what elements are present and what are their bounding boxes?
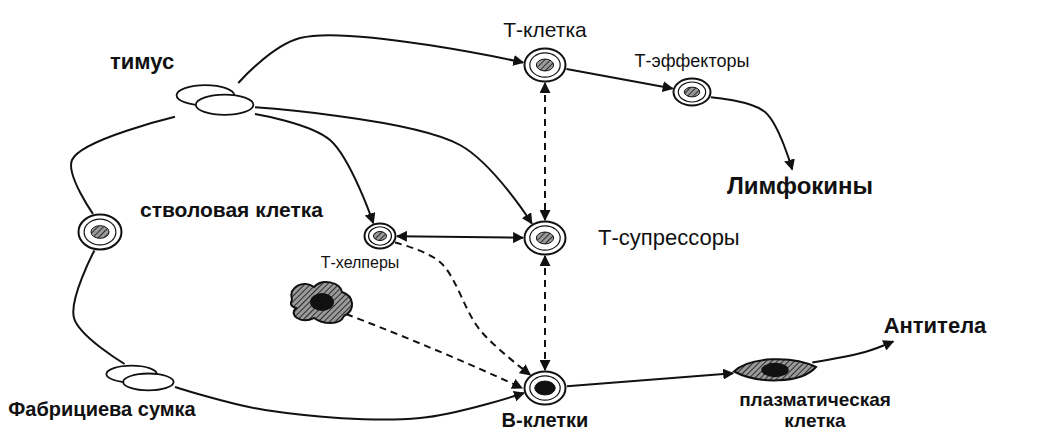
connector-arrow [175, 387, 524, 420]
cell-ring [530, 376, 560, 400]
cell-nucleus [761, 363, 789, 377]
thymus-organ: тимус [175, 83, 255, 117]
connector-arrow [812, 342, 893, 363]
connector-arrow [73, 250, 124, 364]
macrophage-body [291, 282, 352, 323]
cell-ring [530, 53, 560, 77]
node-outline [672, 77, 712, 107]
cell-membrane [79, 215, 122, 250]
node-outline [175, 83, 255, 117]
stem-cell: стволовая клетка [77, 213, 123, 251]
t-helper-cell: Т-хелперы [363, 222, 397, 250]
connector-arrow [711, 97, 792, 169]
connector-arrow [566, 69, 672, 88]
cell-nucleus [536, 232, 553, 244]
cell-membrane [525, 372, 566, 405]
dashed-arrow [346, 314, 522, 388]
organ-lobe [123, 374, 173, 391]
cell-label: плазматическая клетка [725, 390, 905, 432]
cell-membrane [525, 222, 566, 255]
product-label: Антитела [878, 311, 993, 342]
node-outline [523, 220, 567, 256]
t-cell: Т-клетка [523, 47, 567, 83]
macrophage-cell [291, 282, 352, 323]
cell-label: Т-эффекторы [635, 52, 750, 72]
bursa-organ: Фабрициева сумка [105, 364, 175, 392]
cell-label: тимус [110, 50, 174, 74]
node-outline [105, 364, 175, 392]
product-label: Лимфокины [721, 170, 880, 203]
cell-nucleus [373, 232, 386, 241]
node-outline [77, 213, 123, 251]
term-text: Лимфокины [727, 173, 873, 199]
connector-arrow [397, 236, 523, 238]
cell-body [734, 359, 816, 380]
cell-nucleus [536, 59, 553, 71]
plasma-cell: плазматическая клетка [732, 355, 818, 385]
cell-nucleus [91, 226, 109, 239]
connector-layer [71, 35, 893, 419]
t-effector-cell: Т-эффекторы [672, 77, 712, 107]
cell-label: В-клетки [502, 409, 589, 431]
cell-nucleus [684, 87, 700, 97]
organ-lobe [196, 95, 254, 115]
connector-arrow [395, 243, 530, 375]
cell-ring [678, 82, 705, 102]
node-outline [732, 355, 818, 385]
cell-ring [84, 219, 116, 245]
cell-label: Т-супрессоры [598, 226, 740, 250]
cell-membrane [674, 79, 711, 106]
macrophage-nucleus [310, 293, 334, 311]
cell-membrane [525, 49, 566, 82]
cell-label: Фабрициева сумка [8, 398, 195, 420]
cell-label: Т-хелперы [321, 254, 400, 272]
term-text: Антитела [884, 314, 987, 338]
cell-nucleus [535, 381, 556, 395]
cell-membrane [365, 224, 396, 249]
b-cell: В-клетки [523, 370, 567, 406]
cell-ring [530, 226, 560, 250]
cell-label: Т-клетка [503, 18, 586, 41]
connector-arrow [544, 256, 546, 370]
node-outline [523, 47, 567, 83]
cell-label: стволовая клетка [140, 198, 323, 221]
t-suppressor-cell: Т-супрессоры [523, 220, 567, 256]
connector-arrow [567, 373, 733, 386]
node-outline [363, 222, 397, 250]
node-outline [523, 370, 567, 406]
cell-ring [369, 227, 392, 246]
connector-arrow [238, 35, 523, 83]
connector-arrow [544, 83, 546, 220]
